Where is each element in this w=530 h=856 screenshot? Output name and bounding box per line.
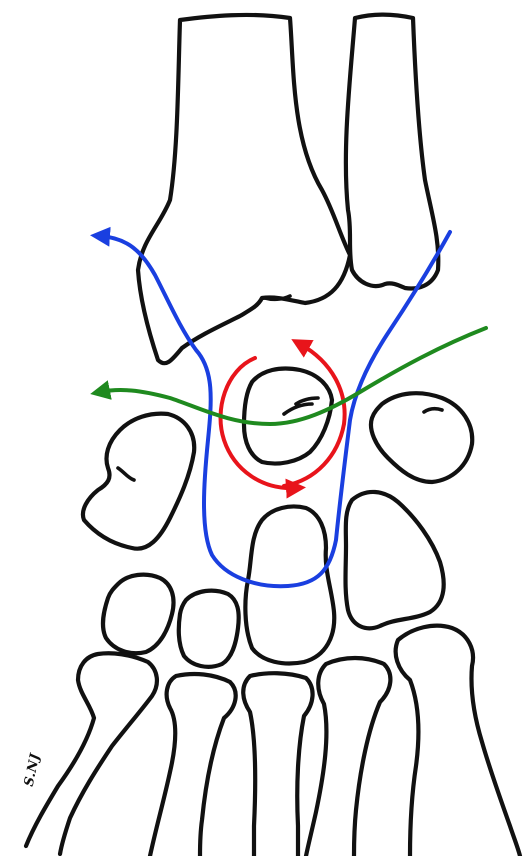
metacarpal-3 xyxy=(243,673,312,856)
trapezoid-bone xyxy=(179,591,239,667)
triquetrum-bone xyxy=(371,393,472,482)
metacarpal-4 xyxy=(306,658,390,856)
metacarpal-5 xyxy=(396,626,520,856)
lunate-bone xyxy=(244,369,332,464)
metacarpal-1 xyxy=(26,653,157,854)
scaphoid-bone xyxy=(83,414,194,549)
radius-bone xyxy=(138,15,350,363)
hamate-bone xyxy=(346,492,444,628)
ulna-bone xyxy=(346,15,438,289)
trapezium-bone xyxy=(103,575,174,654)
metacarpal-2 xyxy=(150,674,236,856)
